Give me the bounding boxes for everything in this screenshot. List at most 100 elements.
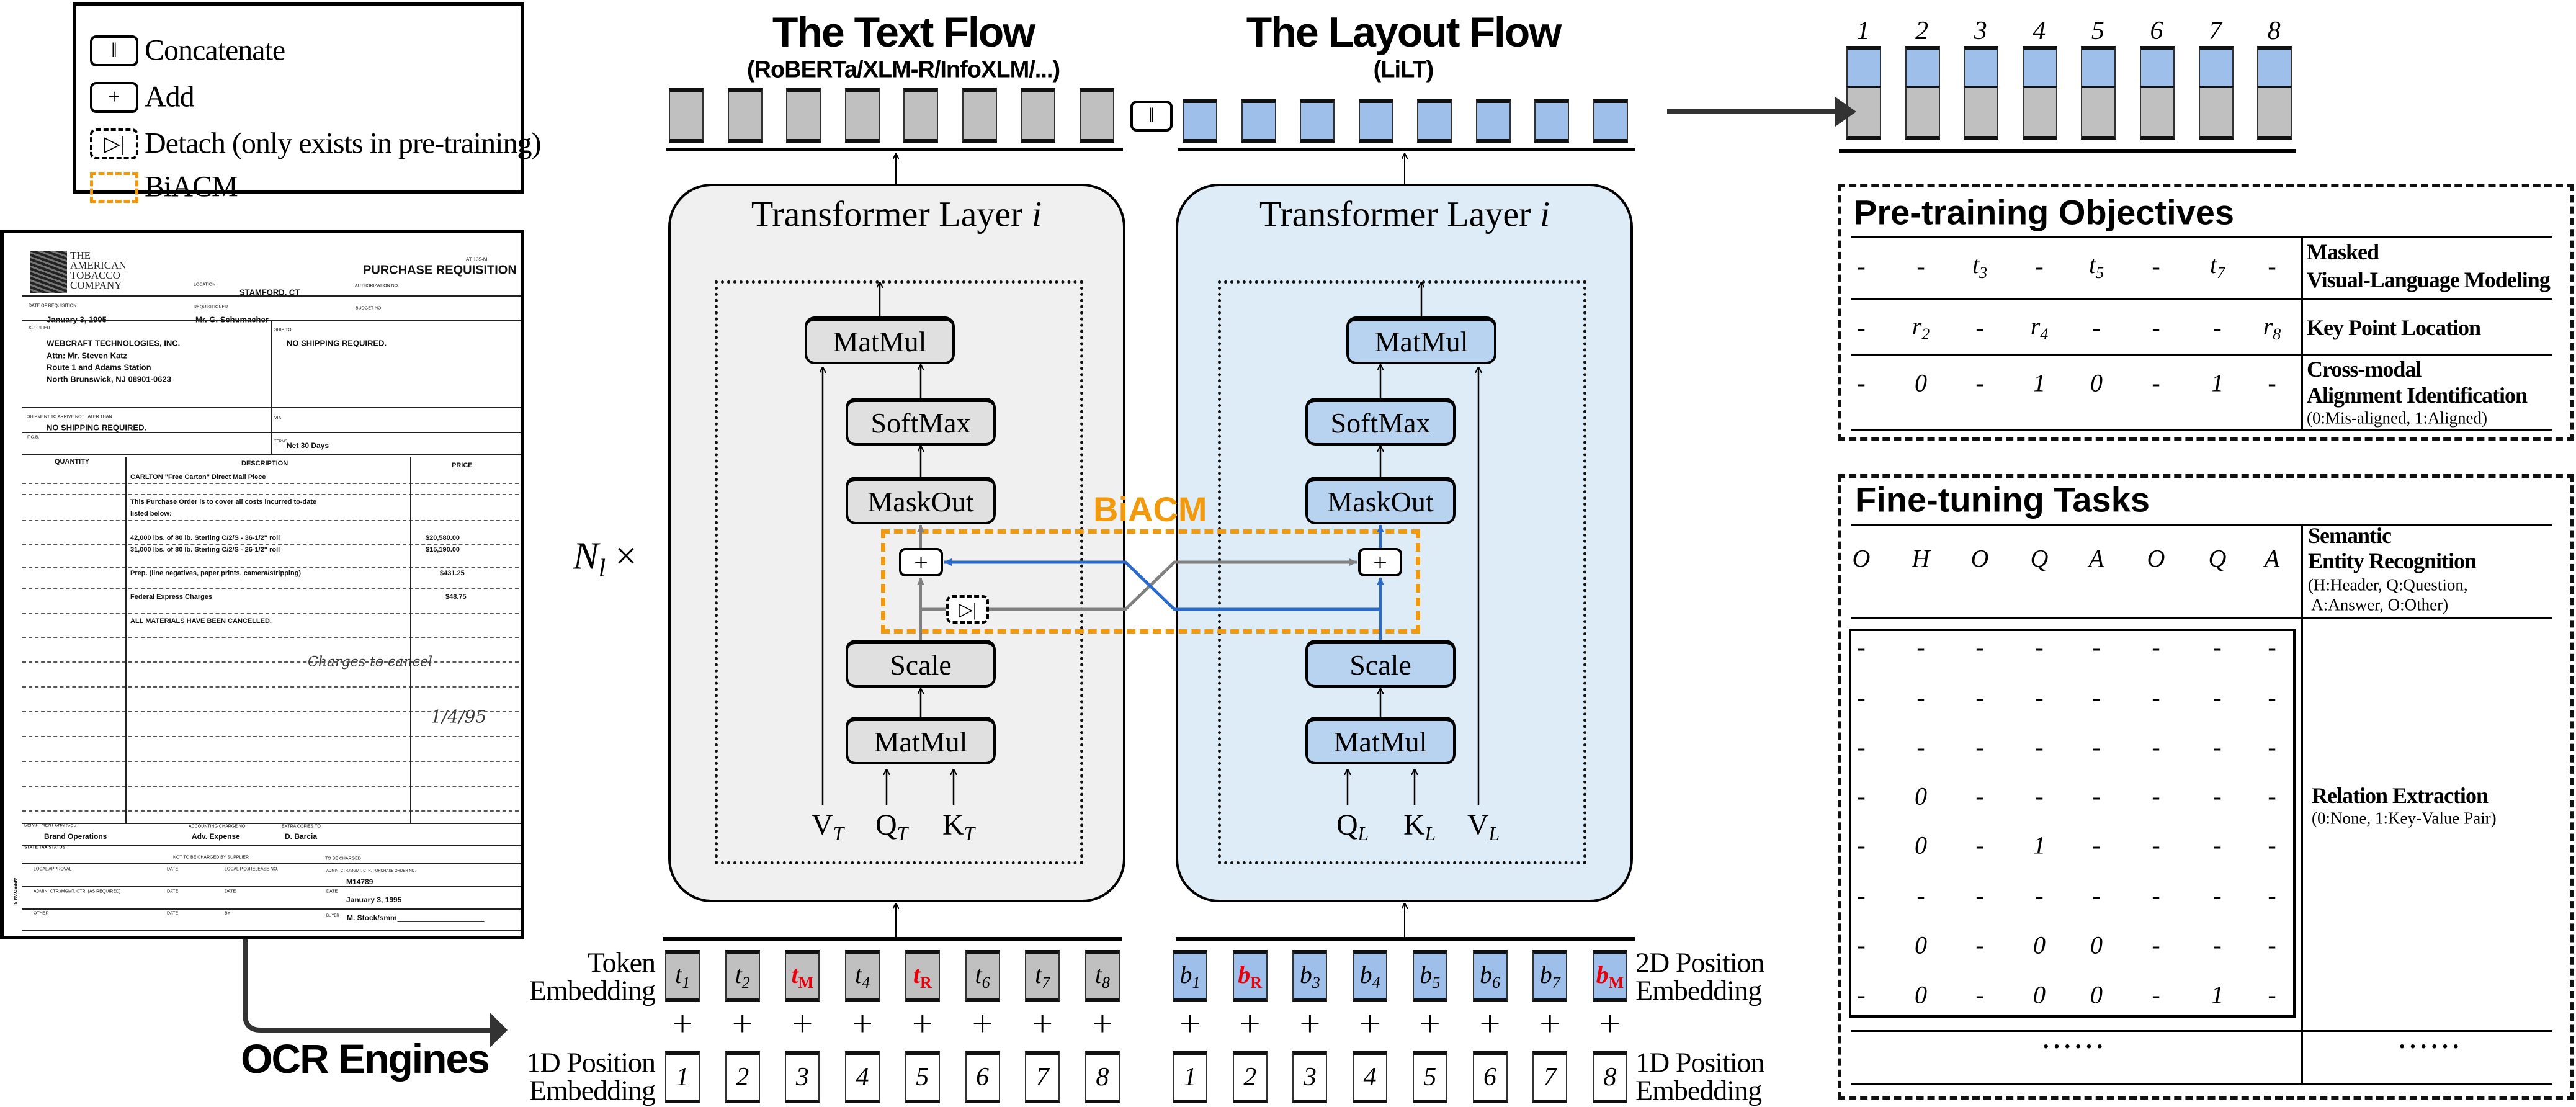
re-matrix-cell: 0 [2090, 931, 2103, 959]
document-text: WEBCRAFT TECHNOLOGIES, INC. [47, 338, 181, 348]
document-text: NOT TO BE CHARGED BY SUPPLIER [173, 855, 249, 860]
add-symbol: + [1599, 1003, 1621, 1044]
text-1d-position-label: Embedding [529, 1074, 656, 1106]
re-matrix-cell: - [2092, 782, 2101, 810]
finetuning-title: Fine-tuning Tasks [1855, 480, 2150, 519]
document-text: LOCAL APPROVAL [34, 867, 72, 872]
add-symbol: + [1239, 1003, 1261, 1044]
position-number: 4 [856, 1063, 869, 1091]
box-base: b [1420, 961, 1433, 989]
text-flow-title: The Text Flow [772, 9, 1035, 56]
form-rule [22, 863, 521, 864]
masked-token-label: tM [792, 960, 814, 992]
re-label: Relation Extraction [2312, 783, 2489, 808]
re-matrix-cell: - [1975, 980, 1984, 1009]
add-symbol: + [108, 86, 120, 109]
objective-cell: 0 [2090, 369, 2103, 397]
re-matrix-cell: - [2213, 633, 2222, 661]
cell-subscript: 7 [2217, 263, 2225, 282]
text-1d-position-embedding: 4 [845, 1051, 880, 1103]
kpl-label: Key Point Location [2307, 315, 2481, 340]
logo-line: TOBACCO [70, 269, 120, 281]
document-text: AT 135-M [466, 256, 488, 262]
document-text: M14789 [346, 877, 373, 886]
form-dashed-rule [22, 588, 521, 589]
add-symbol: + [1419, 1003, 1441, 1044]
document-text: LOCATION [194, 282, 216, 287]
objective-cell: t7 [2210, 250, 2225, 282]
form-dashed-rule [22, 711, 521, 712]
pretraining-objectives-panel [1838, 184, 2574, 441]
add-symbol: + [852, 1003, 874, 1044]
add-symbol: + [914, 548, 928, 576]
concatenate-symbol: ‖ [1148, 104, 1155, 127]
objective-cell: - [1857, 252, 1866, 280]
cell-base: t [2088, 251, 2096, 279]
layout-output-token [1475, 99, 1511, 143]
ser-label-cell: Q [2208, 544, 2227, 573]
layout-2d-position-label: 2D Position [1635, 946, 1765, 979]
cell-base: t [2209, 251, 2217, 279]
re-matrix-cell: 0 [1915, 831, 1927, 859]
document-text: STAMFORD, CT [239, 287, 300, 297]
ser-label-cell: H [1912, 544, 1930, 573]
box-label: b7 [1540, 960, 1560, 992]
layout-1d-position-embedding: 2 [1232, 1051, 1268, 1103]
document-text: Route 1 and Adams Station [47, 362, 151, 372]
cell-subscript: 2 [1921, 325, 1930, 343]
form-dashed-rule [22, 661, 521, 663]
document-text: ACCOUNTING CHARGE NO. [189, 824, 247, 829]
objective-cell: t3 [1972, 250, 1987, 282]
layout-maskout-block: MaskOut [1305, 477, 1456, 524]
legend-label: Add [145, 80, 195, 114]
layer-count-times: × [606, 535, 637, 578]
objective-cell: - [1916, 252, 1925, 280]
layer-index-variable: i [1539, 194, 1550, 235]
box-base: b [1596, 961, 1609, 989]
token-base: t [975, 961, 982, 989]
text-output-token [1021, 88, 1055, 143]
re-matrix-cell: - [2268, 831, 2276, 859]
document-text: $431.25 [440, 570, 465, 577]
input-base: Q [875, 808, 897, 841]
form-column-divider [125, 457, 127, 823]
position-number: 7 [1035, 1063, 1049, 1091]
token-base: t [1035, 961, 1042, 989]
re-matrix-cell: - [1975, 633, 1984, 661]
add-symbol: + [1359, 1003, 1381, 1044]
re-matrix-cell: - [2268, 881, 2276, 910]
token-base: t [735, 961, 742, 989]
text-add-op: + [899, 548, 943, 576]
re-matrix-cell: - [2152, 931, 2160, 959]
output-position-number: 6 [2150, 17, 2163, 45]
re-matrix-cell: 0 [1915, 931, 1927, 959]
ser-label-cell: O [2147, 544, 2165, 573]
combined-text-part [2257, 86, 2292, 140]
box-subscript: R [1250, 973, 1263, 992]
table-rule [1851, 524, 2552, 526]
re-matrix-cell: - [2035, 881, 2044, 910]
finetuning-tasks-panel [1838, 474, 2574, 1100]
token-base: t [855, 961, 862, 989]
input-base: K [1403, 808, 1425, 841]
output-position-number: 1 [1856, 17, 1870, 45]
form-dashed-rule [22, 520, 521, 521]
output-position-number: 3 [1974, 17, 1987, 45]
table-rule [1851, 617, 2552, 619]
token-subscript: M [798, 973, 814, 992]
add-symbol: + [792, 1003, 813, 1044]
objective-cell: - [2213, 313, 2222, 342]
add-symbol: + [911, 1003, 933, 1044]
box-subscript: 5 [1432, 973, 1441, 992]
text-1d-position-label: 1D Position [526, 1046, 656, 1078]
document-text: PRICE [452, 462, 473, 469]
document-text: DATE OF REQUISITION [29, 303, 77, 308]
document-text: TO BE CHARGED [325, 856, 361, 861]
document-text: Brand Operations [44, 832, 107, 841]
add-symbol: + [1179, 1003, 1201, 1044]
text-output-token [727, 88, 763, 143]
layout-1d-position-embedding: 3 [1292, 1051, 1328, 1103]
layout-1d-position-label: Embedding [1635, 1074, 1762, 1106]
re-matrix-cell: - [2092, 633, 2101, 661]
position-number: 6 [1483, 1063, 1496, 1091]
